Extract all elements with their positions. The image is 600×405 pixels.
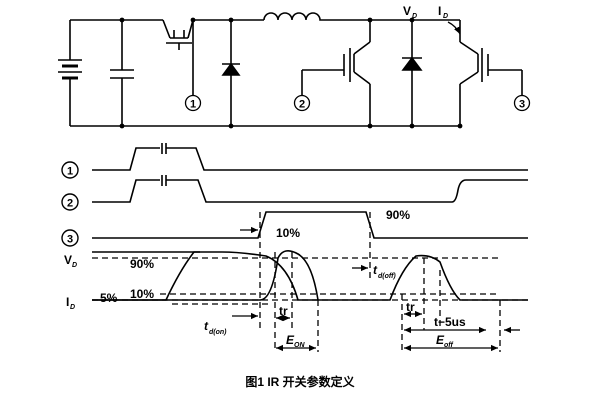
label-t5us: t−5us — [434, 315, 466, 329]
mosfet-switch — [162, 19, 194, 96]
timing-id-sub: D — [70, 304, 75, 311]
circuit-id-label: I — [438, 4, 441, 18]
timing-vd-sub: D — [72, 262, 77, 269]
label-eon-sub: ON — [294, 342, 305, 349]
circuit-vd-label: V — [403, 4, 411, 18]
label-eoff-sub: off — [444, 342, 453, 349]
label-tdoff: t — [373, 263, 378, 277]
dimension-arrows — [232, 226, 520, 352]
inductor — [263, 12, 322, 21]
svg-text:1: 1 — [67, 166, 73, 178]
svg-text:2: 2 — [299, 99, 305, 111]
timing-waveforms — [92, 143, 528, 301]
timing-id-label: I — [66, 295, 69, 309]
circuit-vd-sub: D — [412, 13, 417, 20]
label-eoff: E — [436, 333, 445, 347]
vd-waveform — [92, 251, 528, 301]
label-tr-left: tr — [279, 304, 288, 318]
circuit-id-sub: D — [443, 13, 448, 20]
label-eon: E — [286, 333, 295, 347]
circuit-node-1: 1 — [184, 94, 202, 112]
label-tr-right: tr — [406, 300, 415, 314]
waveform-3 — [92, 211, 528, 239]
timing-row-2-marker: 2 — [61, 193, 79, 211]
id-current-arrow — [447, 21, 461, 35]
battery-source — [58, 20, 82, 126]
junction-dots — [119, 17, 463, 129]
capacitor — [110, 20, 134, 126]
timing-row-3-marker: 3 — [61, 229, 79, 247]
reference-lines — [92, 212, 528, 352]
waveform-1 — [92, 147, 528, 171]
svg-text:2: 2 — [67, 198, 73, 210]
label-5pct: 5% — [100, 291, 118, 305]
igbt-1 — [301, 20, 371, 126]
igbt-2 — [459, 20, 523, 126]
diode-1 — [221, 20, 241, 126]
figure-caption: 图1 IR 开关参数定义 — [245, 374, 355, 389]
label-10pct-top: 10% — [276, 226, 300, 240]
svg-text:3: 3 — [67, 234, 73, 246]
circuit-node-3: 3 — [513, 94, 531, 112]
label-tdoff-sub: d(off) — [378, 273, 396, 280]
diode-2 — [401, 20, 423, 126]
circuit-schematic — [58, 12, 523, 127]
label-tdon: t — [204, 319, 209, 333]
label-90pct-top: 90% — [386, 208, 410, 222]
timing-vd-label: V — [64, 253, 72, 267]
circuit-node-2: 2 — [293, 94, 311, 112]
label-10pct-left: 10% — [130, 287, 154, 301]
label-tdon-sub: d(on) — [209, 329, 227, 336]
id-waveform — [92, 250, 319, 301]
svg-text:3: 3 — [519, 99, 525, 111]
label-90pct-left: 90% — [130, 257, 154, 271]
waveform-2 — [92, 179, 528, 203]
timing-row-1-marker: 1 — [61, 161, 79, 179]
svg-text:1: 1 — [190, 99, 196, 111]
